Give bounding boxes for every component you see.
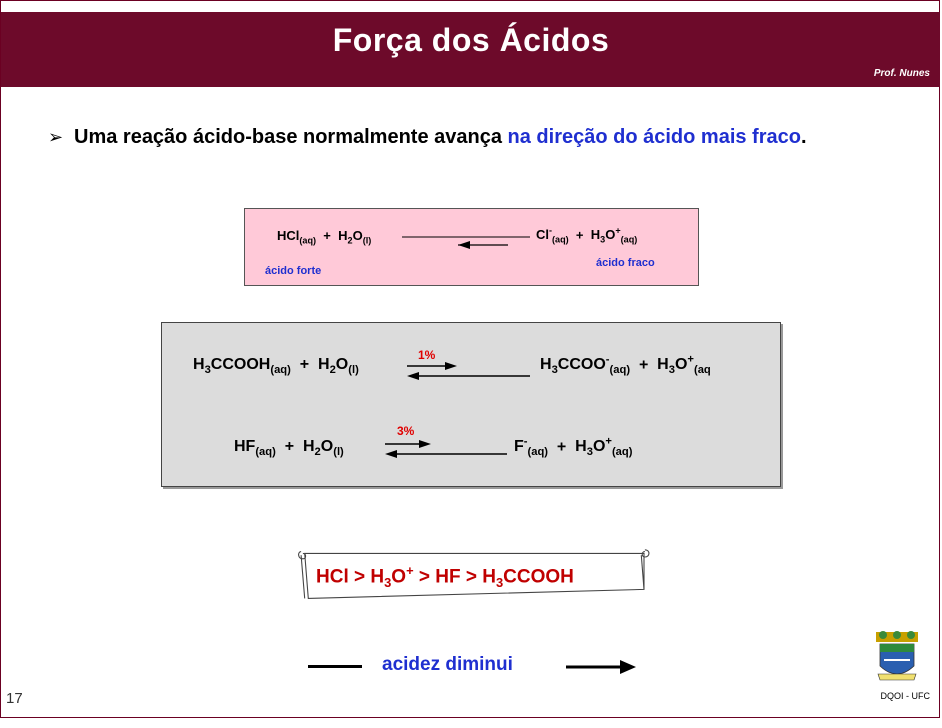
r2-h2o: H2O(l) [318,356,359,377]
university-crest-icon [876,631,918,681]
slide-number: 17 [6,690,23,707]
r2-percent: 1% [418,348,436,362]
reaction3-left: HF(aq) + H2O(l) [234,438,344,459]
author-label: Prof. Nunes [873,68,930,79]
acidez-label: acidez diminui [382,654,513,675]
r2-acetic-acid: H3CCOOH(aq) [193,356,291,377]
r1-h3o: H3O+(aq) [590,226,638,245]
bullet-text-black: Uma reação ácido-base normalmente avança [74,126,508,148]
acid-strength-order: HCl > H3O+ > HF > H3CCOOH [316,563,574,591]
r1-cl: Cl-(aq) [536,226,569,245]
department-label: DQOI - UFC [880,691,931,701]
equilibrium-arrows-2 [407,362,530,380]
r2-acetate: H3CCOO-(aq) [540,354,631,377]
bullet-point: ➢ Uma reação ácido-base normalmente avan… [48,124,897,151]
acidez-arrow-right [566,660,636,674]
equilibrium-arrows-1 [402,236,530,249]
reaction1-right: Cl-(aq) + H3O+(aq) [536,226,638,245]
bullet-text-blue: na direção do ácido mais fraco [507,126,801,148]
bullet-text: Uma reação ácido-base normalmente avança… [74,124,897,151]
r3-percent: 3% [397,424,415,438]
r2-h3o: H3O+(aq [657,354,711,377]
label-strong-acid: ácido forte [265,265,322,277]
reaction1-left: HCl(aq) + H2O(l) [277,228,371,246]
r1-hcl-state: (aq) [299,235,317,246]
reaction2-left: H3CCOOH(aq) + H2O(l) [193,356,359,377]
scroll-banner [298,549,650,599]
strong-acid-box [244,208,699,286]
arrow-bullet-icon: ➢ [48,127,64,147]
equilibrium-arrows-3 [385,440,507,458]
weak-acids-box [161,322,781,487]
r3-h2o: H2O(l) [302,438,344,459]
acidez-line-left [308,665,362,668]
bullet-text-end: . [800,126,807,148]
header-bar [1,12,940,87]
label-weak-acid: ácido fraco [596,257,655,269]
r1-plus: + [323,228,331,243]
r1-hcl: HCl [277,228,300,243]
reaction3-right: F-(aq) + H3O+(aq) [514,436,633,459]
r3-hf: HF(aq) [234,438,276,459]
r3-fluoride: F-(aq) [514,436,549,459]
r1-h2o: H2O(l) [338,228,372,246]
reaction2-right: H3CCOO-(aq) + H3O+(aq [540,354,711,377]
r3-h3o: H3O+(aq) [575,436,633,459]
slide-title: Força dos Ácidos [332,22,610,58]
